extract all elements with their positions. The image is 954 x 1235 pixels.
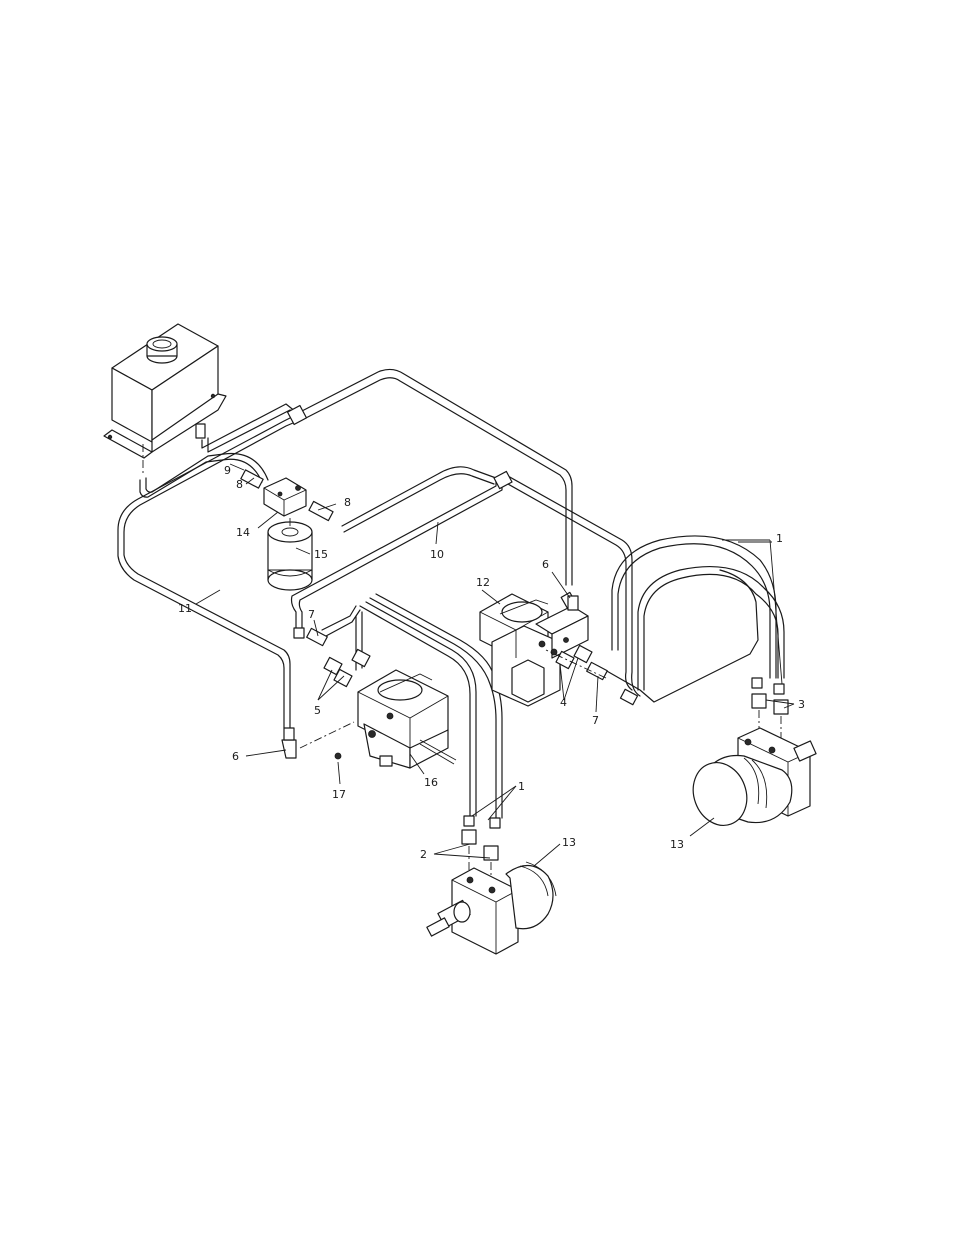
callout-13-right: 13 <box>670 838 684 851</box>
filter-head <box>241 470 333 521</box>
callout-6-left: 6 <box>232 750 239 763</box>
tee-fitting-right <box>494 471 512 488</box>
callout-1-left: 1 <box>518 780 525 793</box>
hose-lines <box>118 369 784 818</box>
callout-15: 15 <box>314 548 328 561</box>
motor-lower <box>427 862 556 954</box>
callout-2: 2 <box>420 848 427 861</box>
callout-8-bottom: 8 <box>236 478 243 491</box>
callout-9: 9 <box>224 464 231 477</box>
motor-right <box>685 728 816 833</box>
tee-fitting-upper <box>288 406 307 425</box>
callout-8-top: 8 <box>344 496 351 509</box>
callout-17: 17 <box>332 788 346 801</box>
callout-12: 12 <box>476 576 490 589</box>
pump-left <box>358 670 448 768</box>
callout-6-top: 6 <box>542 558 549 571</box>
callout-11: 11 <box>178 602 192 615</box>
callout-5: 5 <box>314 704 321 717</box>
callout-4: 4 <box>560 696 567 709</box>
callout-7-right: 7 <box>592 714 599 727</box>
filter-element <box>268 522 312 590</box>
callout-14: 14 <box>236 526 250 539</box>
callout-13-left: 13 <box>562 836 576 849</box>
callout-7-left: 7 <box>308 608 315 621</box>
callout-1-right: 1 <box>776 532 783 545</box>
callout-10: 10 <box>430 548 444 561</box>
callout-3: 3 <box>798 698 805 711</box>
callout-16: 16 <box>424 776 438 789</box>
